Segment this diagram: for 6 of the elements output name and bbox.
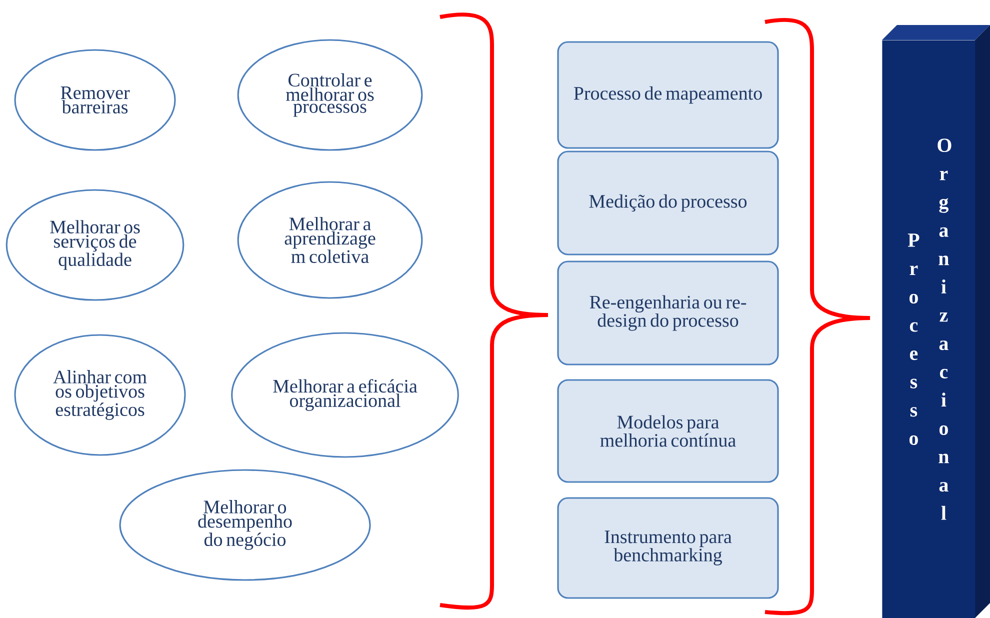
process-box: Medição do processo	[557, 150, 779, 256]
process-box: Modelos para melhoria contínua	[557, 379, 779, 483]
process-box: Instrumento para benchmarking	[557, 497, 779, 599]
process-box: Processo de mapeamento	[557, 41, 779, 149]
process-box: Re-engenharia ou re-design do processo	[557, 260, 779, 366]
pillar-block: Processo Organizacional	[882, 25, 990, 618]
